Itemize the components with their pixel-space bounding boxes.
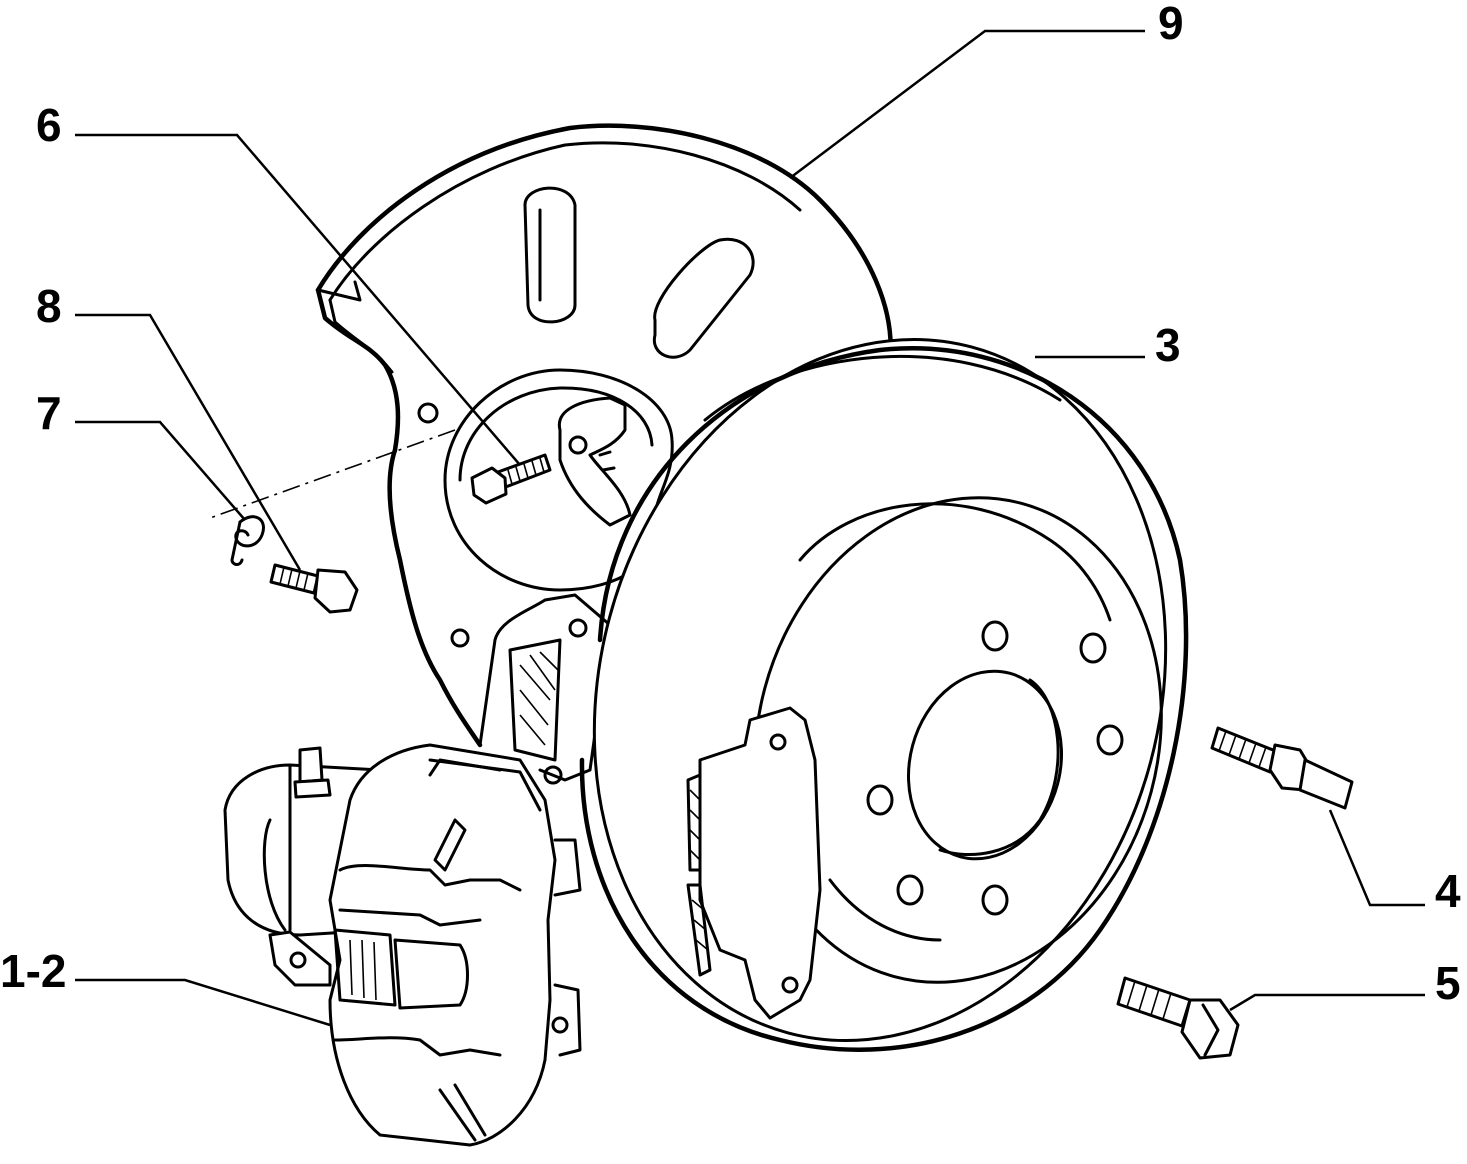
leader-1-2 xyxy=(75,978,331,1027)
retaining-clip xyxy=(230,515,265,566)
bolt-8 xyxy=(269,563,359,614)
label-4: 4 xyxy=(1435,865,1461,917)
label-3: 3 xyxy=(1155,319,1181,371)
label-5: 5 xyxy=(1435,957,1461,1009)
label-6: 6 xyxy=(36,99,62,151)
leader-7 xyxy=(75,420,246,521)
shield-screw xyxy=(470,453,552,505)
leader-8 xyxy=(75,313,302,571)
leader-5 xyxy=(1229,993,1425,1012)
label-9: 9 xyxy=(1158,0,1184,49)
wheel-stud xyxy=(1210,726,1354,810)
leader-lines xyxy=(75,29,1425,1027)
label-8: 8 xyxy=(36,280,62,332)
leader-6 xyxy=(75,133,521,466)
dust-shield xyxy=(209,123,893,748)
brake-pad xyxy=(686,706,822,1020)
hex-bolt xyxy=(1116,976,1240,1060)
caliper xyxy=(223,743,557,1147)
label-1-2: 1-2 xyxy=(0,945,67,997)
leader-9 xyxy=(789,29,1145,179)
leader-4 xyxy=(1328,809,1425,907)
label-7: 7 xyxy=(36,387,62,439)
